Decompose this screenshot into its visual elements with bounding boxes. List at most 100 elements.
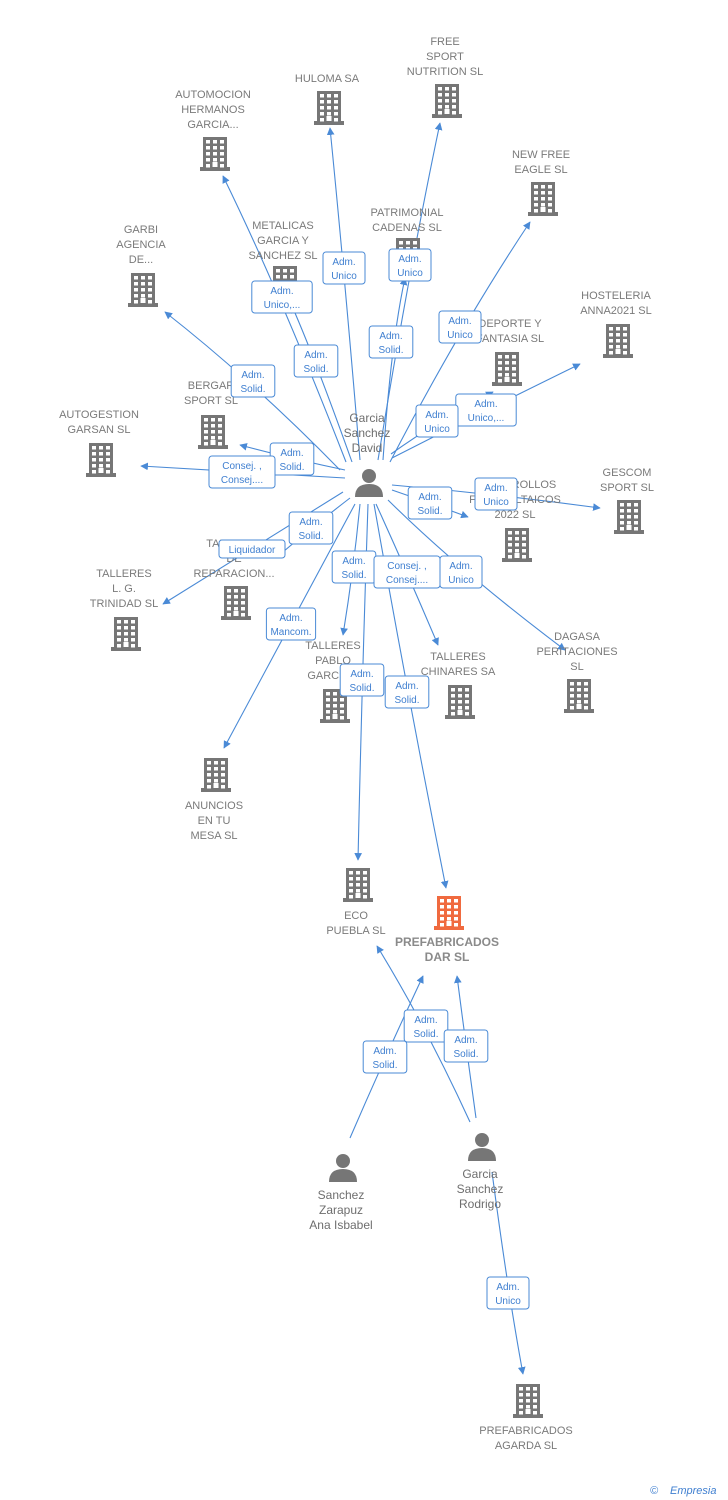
node-label: Garcia	[349, 411, 385, 425]
copyright-symbol: ©	[650, 1485, 659, 1497]
edge-label[interactable]: Adm. Mancom.	[265, 607, 317, 641]
edge-label-box	[443, 1029, 489, 1063]
edge-label[interactable]: Adm.Solid.	[293, 344, 339, 378]
building-icon	[614, 500, 644, 534]
edge-label-line: Adm.	[448, 316, 471, 327]
building-icon	[432, 84, 462, 118]
edge-label[interactable]: Adm.Solid.	[368, 325, 414, 359]
edge-label[interactable]: Adm.Solid.	[331, 550, 377, 584]
node-label: SL	[570, 661, 583, 673]
edge-label[interactable]: Adm.Unico	[415, 404, 459, 438]
edge-label[interactable]: Adm.Solid.	[403, 1009, 449, 1043]
edge-label-line: Unico	[448, 575, 474, 586]
footer-brand[interactable]: © Empresia	[650, 1485, 716, 1497]
edge-label[interactable]: Adm.Solid.	[288, 511, 334, 545]
edge-label[interactable]: Adm.Unico	[486, 1276, 530, 1310]
edge-label-line: Solid.	[378, 345, 403, 356]
node-label: CHINARES SA	[421, 666, 496, 678]
edge-label[interactable]: Adm.Unico	[438, 310, 482, 344]
edge-label[interactable]: Consej. ,Consej....	[208, 455, 276, 489]
edge-label-line: Solid.	[279, 462, 304, 473]
edge-label[interactable]: Adm.Unico,...	[251, 280, 313, 314]
edge-label[interactable]: Adm.Solid.	[339, 663, 385, 697]
node-automocion[interactable]: AUTOMOCIONHERMANOSGARCIA...	[175, 89, 251, 171]
building-icon	[201, 758, 231, 792]
node-label: NUTRITION SL	[407, 66, 483, 78]
node-label: Sanchez	[344, 426, 391, 440]
node-label: GESCOM	[603, 467, 652, 479]
edge-label[interactable]: Adm.Solid.	[230, 364, 276, 398]
edge-label-line: Adm.	[279, 613, 302, 624]
edge-label-line: Adm.	[280, 448, 303, 459]
node-label: REPARACION...	[193, 568, 274, 580]
edge-label[interactable]: Adm.Solid.	[384, 675, 430, 709]
building-icon	[128, 273, 158, 307]
node-label: ANUNCIOS	[185, 800, 243, 812]
edge-label-line: Adm.	[332, 257, 355, 268]
edge-label-line: Adm.	[414, 1015, 437, 1026]
node-label: EN TU	[198, 815, 231, 827]
edge-label-box	[415, 404, 459, 438]
node-label: BERGAR	[188, 380, 235, 392]
building-icon	[603, 324, 633, 358]
node-label: DAGASA	[554, 631, 601, 643]
node-label: DAR SL	[425, 950, 470, 964]
node-dagasa[interactable]: DAGASA PERITACIONES SL	[536, 631, 618, 713]
edge-label-line: Adm.	[241, 370, 264, 381]
edge-label[interactable]: Liquidador	[218, 539, 286, 559]
edge-label[interactable]: Adm.Solid.	[362, 1040, 408, 1074]
edge-label-box	[293, 344, 339, 378]
edge-label-line: Adm.	[449, 561, 472, 572]
edge-label-line: Adm.	[454, 1035, 477, 1046]
edge-label-line: Adm.	[299, 517, 322, 528]
edge-label[interactable]: Consej. , Consej....	[373, 555, 441, 589]
edge-label-box	[384, 675, 430, 709]
edge-label[interactable]: Adm.Unico	[322, 251, 366, 285]
edge-label-line: Unico	[483, 497, 509, 508]
edge-david-to-automocion	[222, 175, 347, 463]
edge-label[interactable]: Adm. Unico	[474, 477, 518, 511]
edge-label[interactable]: Adm.Unico,...	[455, 393, 517, 427]
edge-label-line: Adm.	[270, 286, 293, 297]
node-label: GARCIA Y	[257, 235, 309, 247]
person-icon	[355, 469, 383, 497]
node-garbi[interactable]: GARBIAGENCIADE...	[116, 224, 166, 307]
node-label: HOSTELERIA	[581, 290, 651, 302]
edge-label[interactable]: Adm.Solid.	[443, 1029, 489, 1063]
edge-label-line: Adm.	[425, 410, 448, 421]
building-icon	[502, 528, 532, 562]
edge-label-line: Mancom.	[270, 627, 311, 638]
node-label: Ana Isbabel	[309, 1218, 372, 1232]
edge-label[interactable]: Adm. Unico	[439, 555, 483, 589]
edge-label-line: Consej. ,	[387, 561, 426, 572]
edge-label-box	[265, 607, 317, 641]
node-label: TALLERES	[96, 568, 151, 580]
edge-label-line: Consej....	[221, 475, 263, 486]
node-label: PERITACIONES	[536, 646, 617, 658]
node-huloma[interactable]: HULOMA SA	[295, 73, 360, 125]
edge-label[interactable]: Adm.Unico	[388, 248, 432, 282]
edge-label[interactable]: Adm. Solid.	[269, 442, 315, 476]
edge-label[interactable]: Adm.Solid.	[407, 486, 453, 520]
node-label: PATRIMONIAL	[371, 207, 444, 219]
edge-label-line: Consej....	[386, 575, 428, 586]
edge-label-box	[388, 248, 432, 282]
edge-label-line: Adm.	[484, 483, 507, 494]
